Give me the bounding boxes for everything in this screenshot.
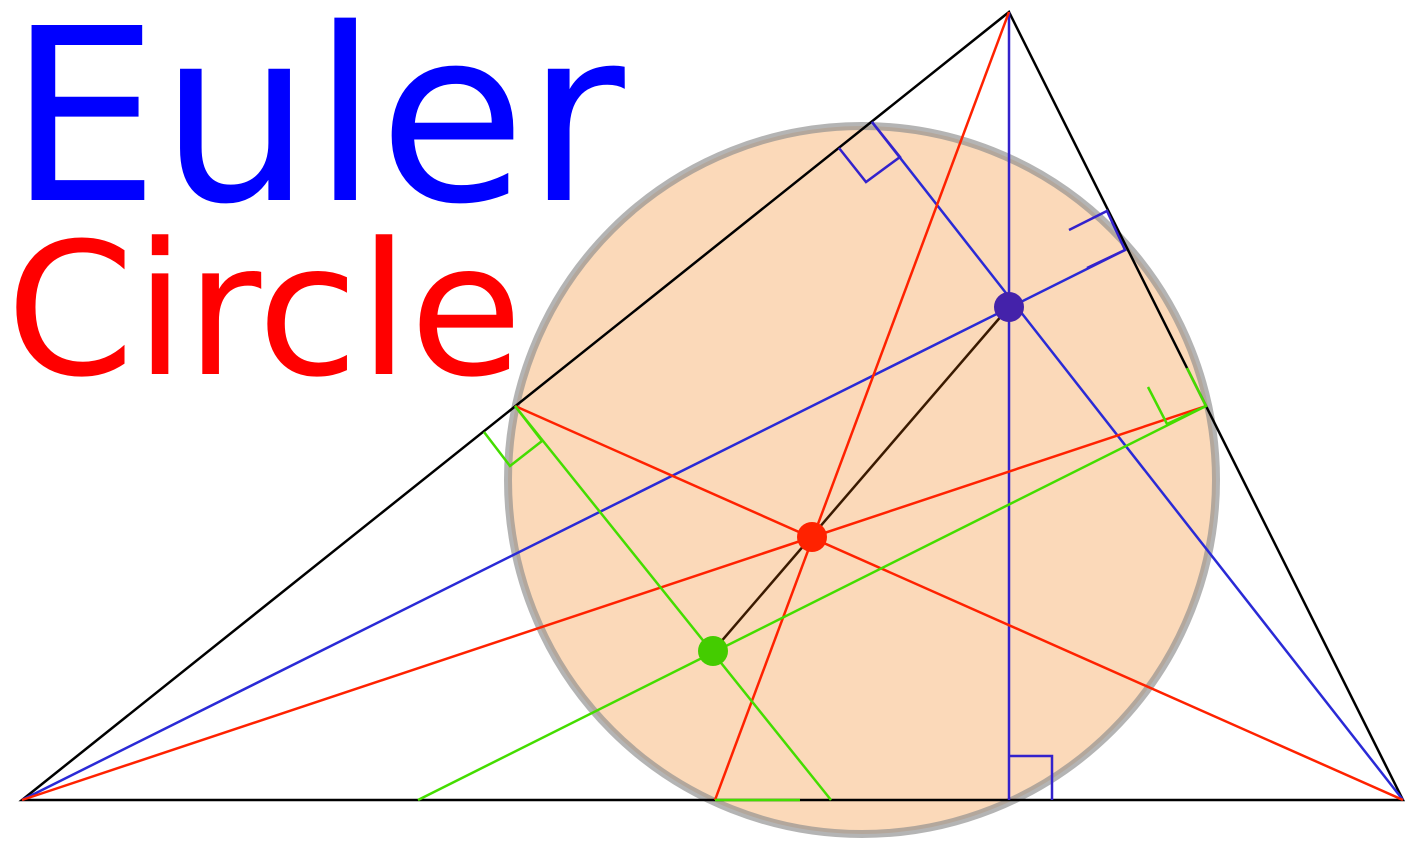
bisector-right-side xyxy=(417,404,1207,802)
circumcenter-point xyxy=(698,636,728,666)
right-angle-marker-right-side xyxy=(1146,367,1208,426)
medians xyxy=(21,11,1404,802)
bisector-left-side xyxy=(514,405,832,801)
median-from-bottom-left xyxy=(21,404,1207,802)
title-circle: Circle xyxy=(6,204,523,418)
altitude-from-bottom-right xyxy=(871,121,1404,801)
euler-line xyxy=(712,306,1010,652)
right-angle-marker-left-side xyxy=(483,405,544,468)
nine-point-circle xyxy=(504,122,1220,838)
right-angle-marker-bottom xyxy=(1009,754,1054,800)
centroid-point xyxy=(797,522,827,552)
altitude-from-bottom-left xyxy=(21,248,1126,802)
median-from-top xyxy=(713,11,1011,801)
perpendicular-bisectors xyxy=(417,367,1208,802)
median-from-bottom-right xyxy=(514,404,1404,802)
title-euler: Euler xyxy=(8,0,625,257)
orthocenter-point xyxy=(994,292,1024,322)
right-angle-marker-right xyxy=(1068,209,1127,270)
altitudes xyxy=(21,12,1404,802)
right-angle-marker-top xyxy=(838,121,902,184)
